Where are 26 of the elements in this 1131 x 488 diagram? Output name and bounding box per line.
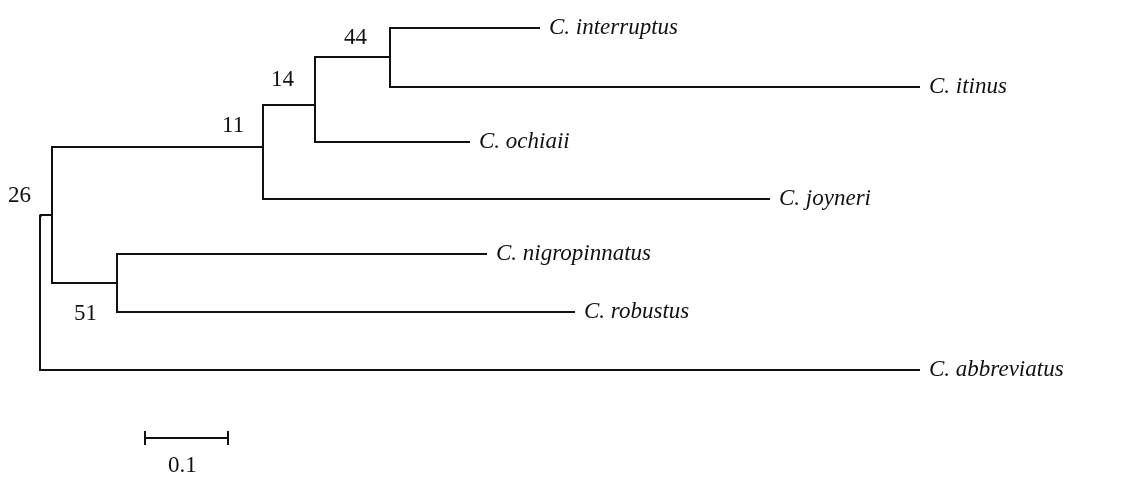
species-label: C. interruptus: [549, 14, 679, 40]
species-label: C. ochiaii: [479, 128, 570, 154]
tree-branch: [389, 27, 541, 58]
bootstrap-value: 26: [8, 182, 31, 208]
scale-label: 0.1: [168, 452, 197, 478]
tree-branch: [116, 253, 488, 284]
bootstrap-value: 11: [222, 112, 245, 138]
species-label: C. itinus: [929, 73, 1007, 99]
species-label: C. robustus: [584, 298, 690, 324]
species-label: C. abbreviatus: [929, 356, 1064, 382]
tree-branch: [262, 146, 771, 200]
bootstrap-value: 44: [344, 24, 367, 50]
bootstrap-value: 51: [74, 300, 97, 326]
tree-branch: [39, 214, 921, 371]
bootstrap-value: 14: [271, 66, 294, 92]
tree-branch: [116, 282, 576, 313]
tree-branch: [51, 214, 118, 284]
tree-branch: [389, 56, 921, 88]
tree-branch: [51, 146, 264, 216]
species-label: C. nigropinnatus: [496, 240, 652, 266]
species-label: C. joyneri: [779, 185, 871, 211]
tree-branch: [314, 56, 391, 106]
tree-branch: [39, 214, 53, 216]
root-point: [38, 213, 42, 217]
tree-branch: [314, 104, 471, 143]
tree-branch: [262, 104, 316, 148]
